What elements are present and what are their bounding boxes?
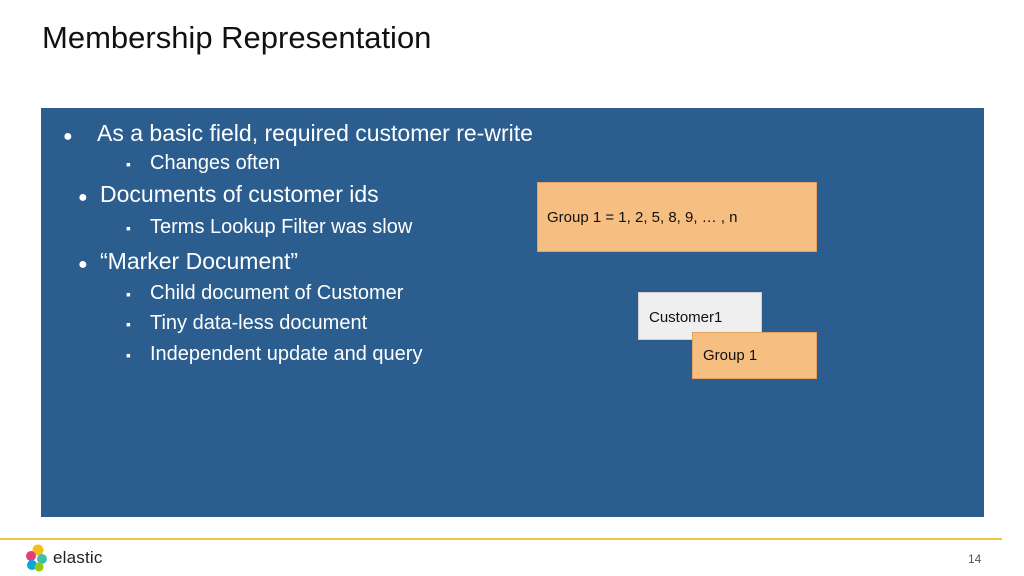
bullet-item: ● “Marker Document” <box>78 248 298 275</box>
bullet-text: As a basic field, required customer re-w… <box>97 120 533 146</box>
page-number: 14 <box>968 552 982 566</box>
elastic-logo-icon <box>26 544 47 572</box>
sub-bullet-item: ▪ Changes often <box>126 152 280 175</box>
slide-title: Membership Representation <box>42 20 432 55</box>
bullet-square-icon: ▪ <box>126 220 131 236</box>
bullet-item: ● As a basic field, required customer re… <box>63 120 533 147</box>
bullet-square-icon: ▪ <box>126 156 131 172</box>
elastic-logo: elastic <box>25 544 103 572</box>
content-panel <box>41 108 984 517</box>
sub-bullet-text: Terms Lookup Filter was slow <box>150 216 413 238</box>
sub-bullet-item: ▪ Child document of Customer <box>126 282 403 305</box>
customer-label: Customer1 <box>649 309 723 326</box>
bullet-square-icon: ▪ <box>126 286 131 302</box>
group-list-box: Group 1 = 1, 2, 5, 8, 9, … , n <box>537 182 817 252</box>
group-marker-box: Group 1 <box>692 332 817 379</box>
bullet-dot-icon: ● <box>78 189 88 206</box>
sub-bullet-text: Child document of Customer <box>150 282 404 304</box>
footer-divider <box>0 538 1002 540</box>
sub-bullet-item: ▪ Independent update and query <box>126 343 422 366</box>
bullet-square-icon: ▪ <box>126 316 131 332</box>
group-list-label: Group 1 = 1, 2, 5, 8, 9, … , n <box>547 208 738 226</box>
sub-bullet-text: Changes often <box>150 152 281 174</box>
sub-bullet-item: ▪ Tiny data-less document <box>126 312 367 335</box>
sub-bullet-text: Tiny data-less document <box>150 312 368 334</box>
bullet-dot-icon: ● <box>63 128 73 145</box>
sub-bullet-item: ▪ Terms Lookup Filter was slow <box>126 216 412 239</box>
bullet-text: Documents of customer ids <box>100 181 379 207</box>
bullet-text: “Marker Document” <box>100 248 299 274</box>
sub-bullet-text: Independent update and query <box>150 343 423 365</box>
bullet-item: ● Documents of customer ids <box>78 181 379 208</box>
logo-text: elastic <box>53 548 103 567</box>
group-label: Group 1 <box>703 347 758 364</box>
bullet-dot-icon: ● <box>78 256 88 273</box>
bullet-square-icon: ▪ <box>126 347 131 363</box>
